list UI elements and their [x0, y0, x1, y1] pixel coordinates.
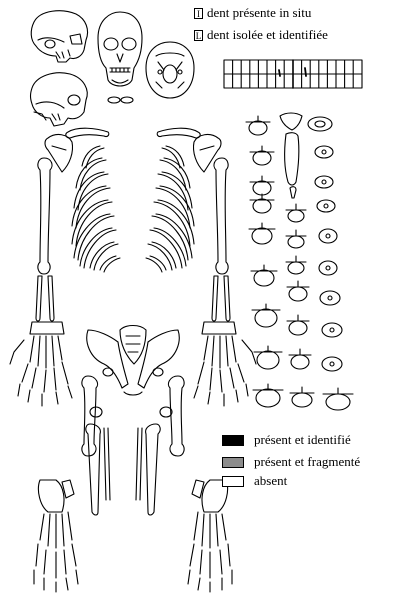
humerus-right [214, 158, 228, 274]
hand-left [10, 322, 72, 406]
hand-right [194, 322, 256, 406]
femur-right [168, 376, 184, 456]
femur-left [82, 376, 98, 456]
xiphoid-process [290, 187, 296, 198]
sternum-manubrium [280, 113, 302, 130]
status-legend-label-fragmented: présent et fragmenté [254, 455, 360, 469]
dental-key-in-situ: I [194, 8, 203, 19]
swatch-fragmented [222, 457, 244, 468]
scapulae [45, 135, 221, 172]
dental-chart [224, 60, 362, 88]
status-legend-item-fragmented: présent et fragmenté [222, 455, 360, 469]
skull-basal-view [146, 42, 194, 98]
rib-cage-left [72, 146, 120, 272]
vertebrae-thoracic [246, 116, 283, 407]
forearm-right [212, 276, 230, 321]
vertebrae-middle [286, 204, 314, 407]
dental-key-isolated: L [194, 30, 203, 41]
clavicles [66, 128, 200, 138]
sternum-body [285, 133, 299, 185]
dental-legend-label-isolated: dent isolée et identifiée [207, 28, 328, 42]
humerus-left [38, 158, 52, 274]
tibia-fibula-left [86, 424, 110, 515]
status-legend-label-identified: présent et identifié [254, 433, 351, 447]
rib-cage-right [146, 146, 194, 272]
mandible-pieces [108, 97, 133, 103]
dental-legend-label-in-situ: dent présente in situ [207, 6, 311, 20]
status-legend-item-absent: absent [222, 474, 287, 488]
skull-lateral-top [31, 11, 87, 62]
skull-lateral-lower [31, 73, 88, 126]
foot-right [188, 480, 232, 592]
swatch-absent [222, 476, 244, 487]
forearm-left [36, 276, 54, 321]
tibia-fibula-right [136, 424, 160, 515]
status-legend-item-identified: présent et identifié [222, 433, 351, 447]
foot-left [34, 480, 78, 592]
patella-left [90, 407, 102, 417]
status-legend-label-absent: absent [254, 474, 287, 488]
skull-frontal [98, 12, 142, 86]
dental-legend-item-isolated: L dent isolée et identifiée [194, 28, 328, 42]
swatch-identified [222, 435, 244, 446]
vertebrae-cervical [308, 117, 353, 410]
pelvis [87, 326, 179, 396]
dental-legend-item-in-situ: I dent présente in situ [194, 6, 311, 20]
